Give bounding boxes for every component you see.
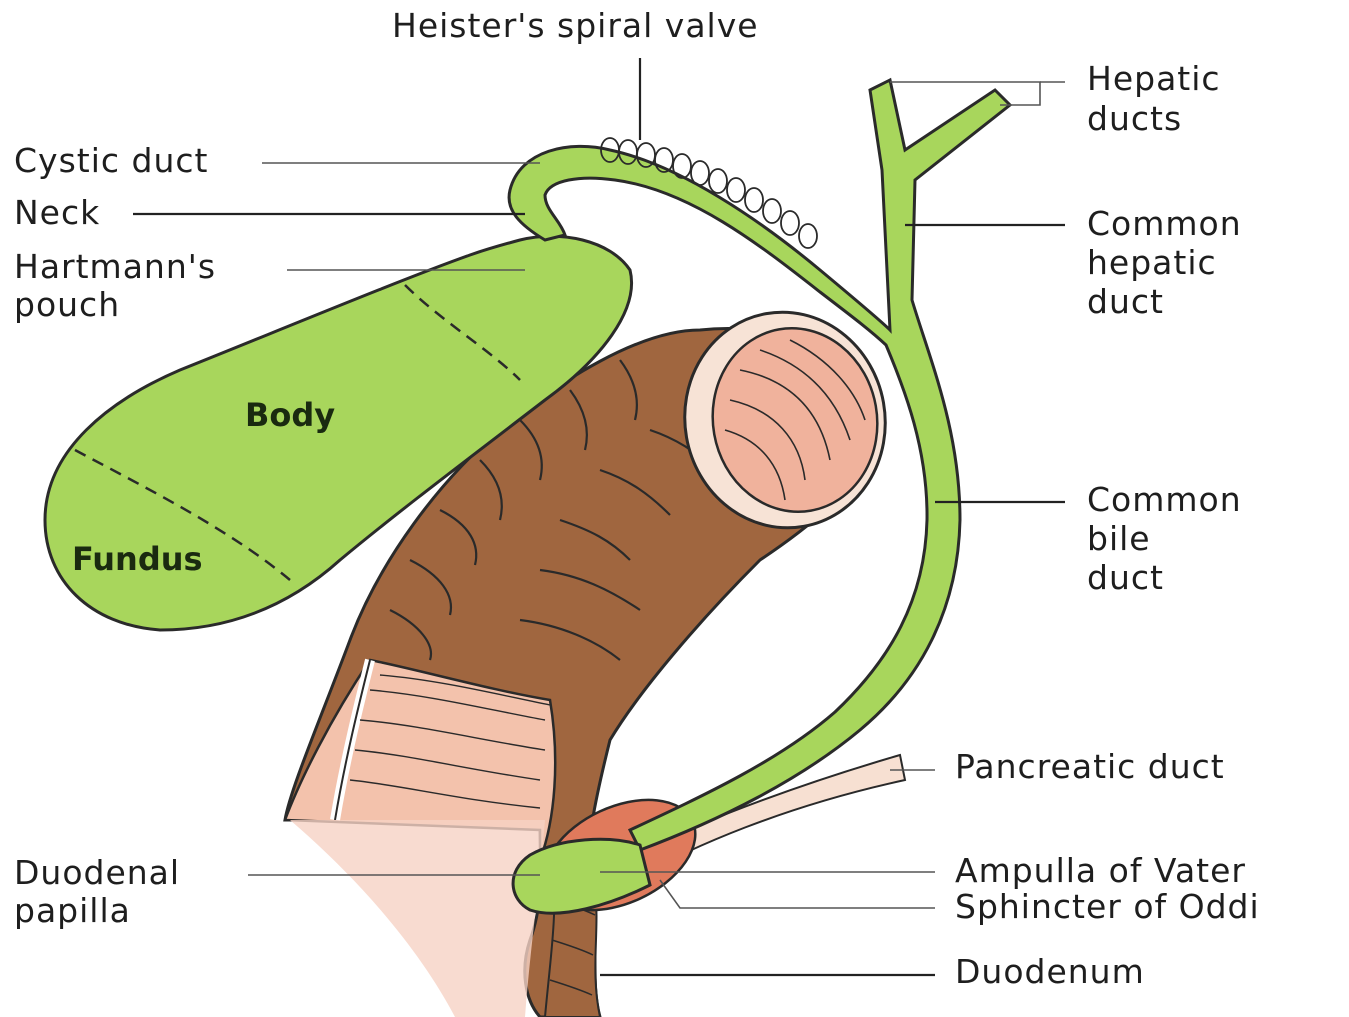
label-common-hepatic-duct-line3: duct [1087, 282, 1164, 321]
label-neck: Neck [14, 193, 100, 232]
label-hepatic-ducts-line2: ducts [1087, 99, 1182, 138]
label-common-hepatic-duct-line1: Common [1087, 204, 1242, 243]
label-cystic-duct: Cystic duct [14, 141, 208, 180]
label-common-bile-duct-line2: bile [1087, 519, 1151, 558]
label-duodenal-papilla-line2: papilla [14, 891, 131, 930]
label-duodenal-papilla-line1: Duodenal [14, 853, 180, 892]
label-duodenum: Duodenum [955, 952, 1145, 991]
label-common-bile-duct-line1: Common [1087, 480, 1242, 519]
label-ampulla-of-vater: Ampulla of Vater [955, 851, 1246, 890]
label-heister-spiral-valve: Heister's spiral valve [392, 6, 759, 45]
label-fundus: Fundus [72, 540, 203, 578]
label-hartmanns-pouch-line2: pouch [14, 285, 120, 324]
label-sphincter-of-oddi: Sphincter of Oddi [955, 887, 1260, 926]
label-hepatic-ducts-line1: Hepatic [1087, 59, 1221, 98]
label-pancreatic-duct: Pancreatic duct [955, 747, 1225, 786]
label-hartmanns-pouch-line1: Hartmann's [14, 247, 216, 286]
label-common-bile-duct-line3: duct [1087, 558, 1164, 597]
label-body: Body [245, 396, 335, 434]
label-common-hepatic-duct-line2: hepatic [1087, 243, 1217, 282]
